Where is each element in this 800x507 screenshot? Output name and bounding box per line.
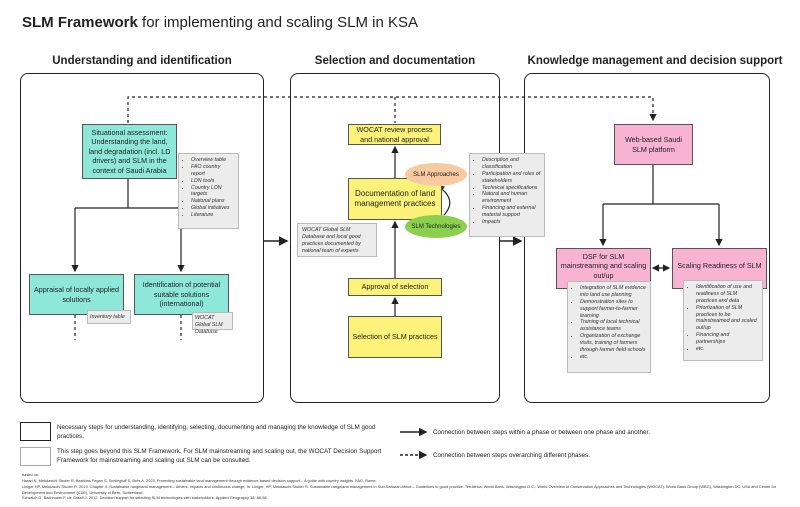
slm-approaches-ellipse: SLM Approaches	[405, 163, 467, 186]
slm-technologies-ellipse: SLM Technologies	[405, 215, 467, 238]
phase-panel-knowledge	[524, 73, 770, 403]
phase-panel-understanding	[20, 73, 264, 403]
legend-dashed-arrow-text: Connection between steps overarching dif…	[433, 452, 591, 459]
identification-box: Identification of potential suitable sol…	[134, 274, 229, 315]
page-title: SLM Framework for implementing and scali…	[22, 14, 419, 31]
readiness-notes: Identification of use and readiness of S…	[683, 280, 763, 361]
wocat-review-box: WOCAT review process and national approv…	[348, 124, 441, 145]
documentation-notes: Description and classificationParticipat…	[469, 153, 545, 237]
wocat-database-note: WOCAT Global SLM Database	[192, 312, 233, 335]
selection-box: Selection of SLM practices	[348, 316, 442, 358]
legend-beyond-text: This step goes beyond this SLM Framework…	[57, 448, 382, 465]
platform-box: Web-based Saudi SLM platform	[614, 124, 693, 165]
phase-heading-selection: Selection and documentation	[314, 55, 476, 67]
appraisal-box: Appraisal of locally applied solutions	[29, 274, 124, 315]
approval-box: Approval of selection	[348, 278, 442, 296]
dsf-notes: Integration of SLM evidence into land us…	[567, 281, 651, 373]
inventory-note: Inventory table	[87, 310, 131, 324]
legend-gray-box	[20, 447, 51, 466]
legend-necessary-text: Necessary steps for understanding, ident…	[57, 424, 376, 441]
phase-heading-knowledge: Knowledge management and decision suppor…	[527, 55, 783, 67]
situational-assessment-box: Situational assessment: Understanding th…	[82, 124, 177, 179]
wocat-global-note: WOCAT Global SLM Database and local good…	[297, 223, 377, 257]
situational-notes: Overview tableFAO country reportLDN tool…	[178, 153, 239, 229]
references: based on: Harari N, Mekdaschi Studer R, …	[22, 472, 777, 501]
legend-solid-box	[20, 422, 51, 441]
phase-panel-selection	[290, 73, 500, 403]
phase-heading-understanding: Understanding and identification	[52, 55, 232, 67]
legend-solid-arrow-text: Connection between steps within a phase …	[433, 429, 651, 436]
